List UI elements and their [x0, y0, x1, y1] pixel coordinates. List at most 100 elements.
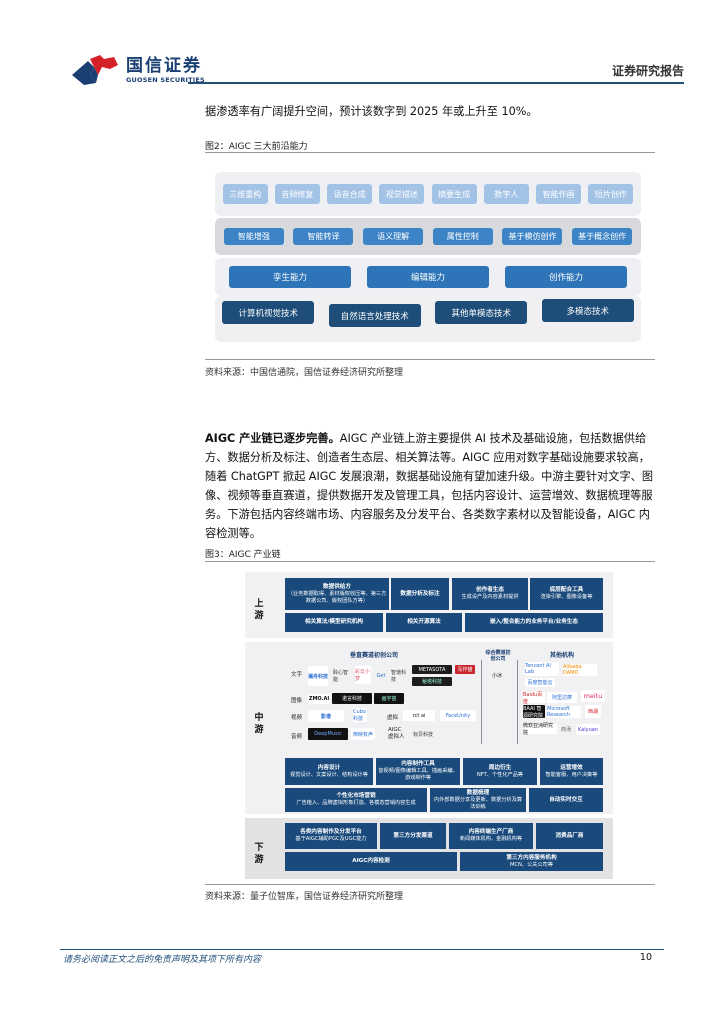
company-logo: rct ai: [403, 710, 435, 721]
category-text: 文字: [291, 672, 303, 678]
company-logo: 画宇宙: [374, 693, 404, 704]
company-logo: 澜舟科技: [308, 666, 328, 686]
technology-chip: 多模态技术: [541, 299, 634, 322]
box-desc: 内外部数据分享及更新、数据分析及算法训练: [433, 796, 523, 810]
figure2-title: 图2：AIGC 三大前沿能力: [205, 142, 308, 152]
divider-line: [481, 660, 482, 744]
capability-chip: 短片创作: [588, 184, 634, 204]
chain-box: 个性化市场营销 广告植入、品牌虚拟形象打造、各模态营销内容生成: [285, 788, 427, 812]
institution-logo: BAAI 智源研究院: [523, 705, 545, 719]
category-audio: 音频: [291, 734, 303, 740]
technology-chip: 计算机视觉技术: [222, 301, 315, 324]
capability-chip: 音频修复: [274, 184, 320, 204]
box-title: 嵌入/整合能力的业务平台/业务生态: [490, 619, 578, 625]
institution-logo: 阿里达摩: [547, 692, 577, 703]
divider-line: [517, 660, 518, 744]
functions-row: 智能增强 智能转译 语义理解 属性控制 基于模仿创作 基于概念创作: [215, 218, 641, 255]
integrated-startups-title: 综合赛道初创公司: [485, 650, 511, 662]
institution-logo: Kaiyuan: [576, 724, 600, 735]
box-desc: 视觉设计、文案设计、结构设计等: [290, 771, 368, 778]
chain-box: 自动实时交互: [529, 788, 603, 812]
institution-logo: Baidu百度: [523, 692, 545, 705]
institution-logo: 微软亚洲研究院: [523, 723, 557, 736]
box-title: 数据供给方: [323, 583, 351, 590]
box-title: 数据梳理: [466, 789, 490, 796]
capability-chip: 视觉描述: [379, 184, 425, 204]
disclaimer-notice: 请务必阅读正文之后的免责声明及其项下所有内容: [63, 955, 262, 965]
figure3-source: 资料来源：量子位智库，国信证券经济研究所整理: [205, 892, 404, 902]
chain-box: 数据分析及标注: [391, 578, 449, 610]
figure2-diagram: 三维重构 音频修复 语音合成 视觉描述 摘要生成 数字人 智能作画 短片创作 智…: [215, 172, 641, 342]
category-image: 图像: [291, 698, 303, 704]
institution-logo: 西湖: [585, 705, 601, 718]
body-paragraph-text: AIGC 产业链上游主要提供 AI 技术及基础设施，包括数据供给方、数据分析及标…: [205, 432, 654, 540]
box-title: 底层配合工具: [549, 587, 584, 593]
box-title: AIGC内容检测: [352, 858, 390, 864]
category-virtual: 虚拟: [387, 715, 399, 721]
category-video: 视频: [291, 715, 303, 721]
figure2-source: 资料来源：中国信通院，国信证券经济研究所整理: [205, 368, 404, 378]
box-title: 内容制作工具: [401, 761, 435, 767]
other-institutions-title: 其他机构: [550, 652, 575, 659]
application-scenarios-row: 三维重构 音频修复 语音合成 视觉描述 摘要生成 数字人 智能作画 短片创作: [215, 172, 641, 216]
box-desc: 广告植入、品牌虚拟形象打造、各模态营销内容生成: [296, 800, 416, 806]
figure3-title: 图3：AIGC 产业链: [205, 550, 281, 560]
ability-chip: 创作能力: [505, 266, 627, 288]
box-title: 内容设计: [317, 764, 341, 771]
chain-box: 第三方分发渠道: [380, 823, 446, 849]
company-logo: Get: [376, 673, 386, 679]
ability-chip: 孪生能力: [229, 266, 351, 288]
company-logo: 小冰: [491, 672, 502, 679]
technology-chip: 自然语言处理技术: [328, 304, 421, 327]
function-chip: 智能增强: [223, 228, 284, 245]
company-logo: 秘塔科技: [412, 677, 452, 686]
figure2-top-rule: [205, 152, 655, 153]
institution-logo: meitu: [581, 690, 605, 702]
intro-paragraph: 据渗透率有广阔提升空间，预计该数字到 2025 年或上升至 10%。: [205, 105, 538, 118]
category-virtual-human: AIGC虚拟人: [388, 727, 405, 740]
chain-box: AIGC内容检测: [285, 852, 457, 871]
box-title: 自动实时交互: [549, 796, 583, 803]
footer-divider: [60, 949, 664, 950]
vertical-startups-title: 垂直赛道初创公司: [350, 652, 399, 659]
chain-box: 数据梳理 内外部数据分享及更新、数据分析及算法训练: [430, 788, 526, 812]
figure2-bottom-rule: [205, 359, 655, 360]
guosen-logo-mark-icon: [72, 55, 118, 85]
institution-logo: Alibaba DAMO: [563, 664, 597, 676]
box-title: 数据分析及标注: [400, 590, 440, 597]
company-logo: METASOTA: [412, 665, 452, 674]
institution-logo: Microsoft Research: [547, 706, 581, 718]
function-chip: 语义理解: [363, 228, 424, 245]
box-desc: 新闻媒体机构、金融机构等: [459, 836, 523, 842]
box-desc: MCN、公关公司等: [509, 861, 554, 868]
figure3-diagram: 上游 数据供给方 （业务数据取得、素材版权收压等、第三方数据公司、版权团队方等）…: [245, 572, 613, 879]
chain-box: 创作者生态 生成设产及内容素材提供: [452, 578, 528, 610]
midstream-band: 中游 垂直赛道初创公司 综合赛道初创公司 其他机构 文字 图像 视频 音频 虚拟…: [245, 642, 613, 814]
institution-logo: 商汤: [560, 726, 571, 733]
company-logo: 标贝科技: [412, 731, 433, 738]
chain-box: 相关算法/模型研究机构: [285, 613, 383, 632]
chain-box: 嵌入/整合能力的业务平台/业务生态: [465, 613, 603, 632]
capability-chip: 三维重构: [222, 184, 268, 204]
box-title: 个性化市场营销: [336, 793, 376, 799]
box-desc: 音视频/图像编辑工具、插画采编、游戏制作等: [378, 768, 458, 781]
box-desc: （业务数据取得、素材版权收压等、第三方数据公司、版权团队方等）: [287, 590, 387, 604]
box-title: 第三方内容服务机构: [506, 854, 557, 861]
company-logo: 聆心智能: [333, 670, 349, 683]
company-logo: 诺言科技: [332, 693, 372, 704]
capability-chip: 语音合成: [327, 184, 373, 204]
company-logo: Cubo科技: [353, 708, 367, 722]
box-desc: NFT、个性化产品等: [476, 771, 524, 778]
guosen-logo: 国信证券 GUOSEN SECURITIES: [70, 50, 210, 90]
chain-box: 消费品厂商: [536, 823, 603, 849]
box-desc: 渲染引擎、图像设备等: [540, 594, 593, 600]
downstream-label: 下游: [254, 843, 264, 865]
body-paragraph-lead: AIGC 产业链已逐步完善。: [205, 432, 340, 445]
company-logo: 倒映有声: [351, 728, 375, 740]
company-logo: DeepMusic: [308, 728, 348, 740]
function-chip: 属性控制: [432, 228, 493, 245]
core-abilities-row: 孪生能力 编辑能力 创作能力: [215, 258, 641, 296]
technologies-row: 计算机视觉技术 自然语言处理技术 其他单模态技术 多模态技术: [215, 296, 641, 342]
chain-box: 内容制作工具 音视频/图像编辑工具、插画采编、游戏制作等: [376, 758, 460, 785]
upstream-band: 上游 数据供给方 （业务数据取得、素材版权收压等、第三方数据公司、版权团队方等）…: [245, 572, 613, 638]
